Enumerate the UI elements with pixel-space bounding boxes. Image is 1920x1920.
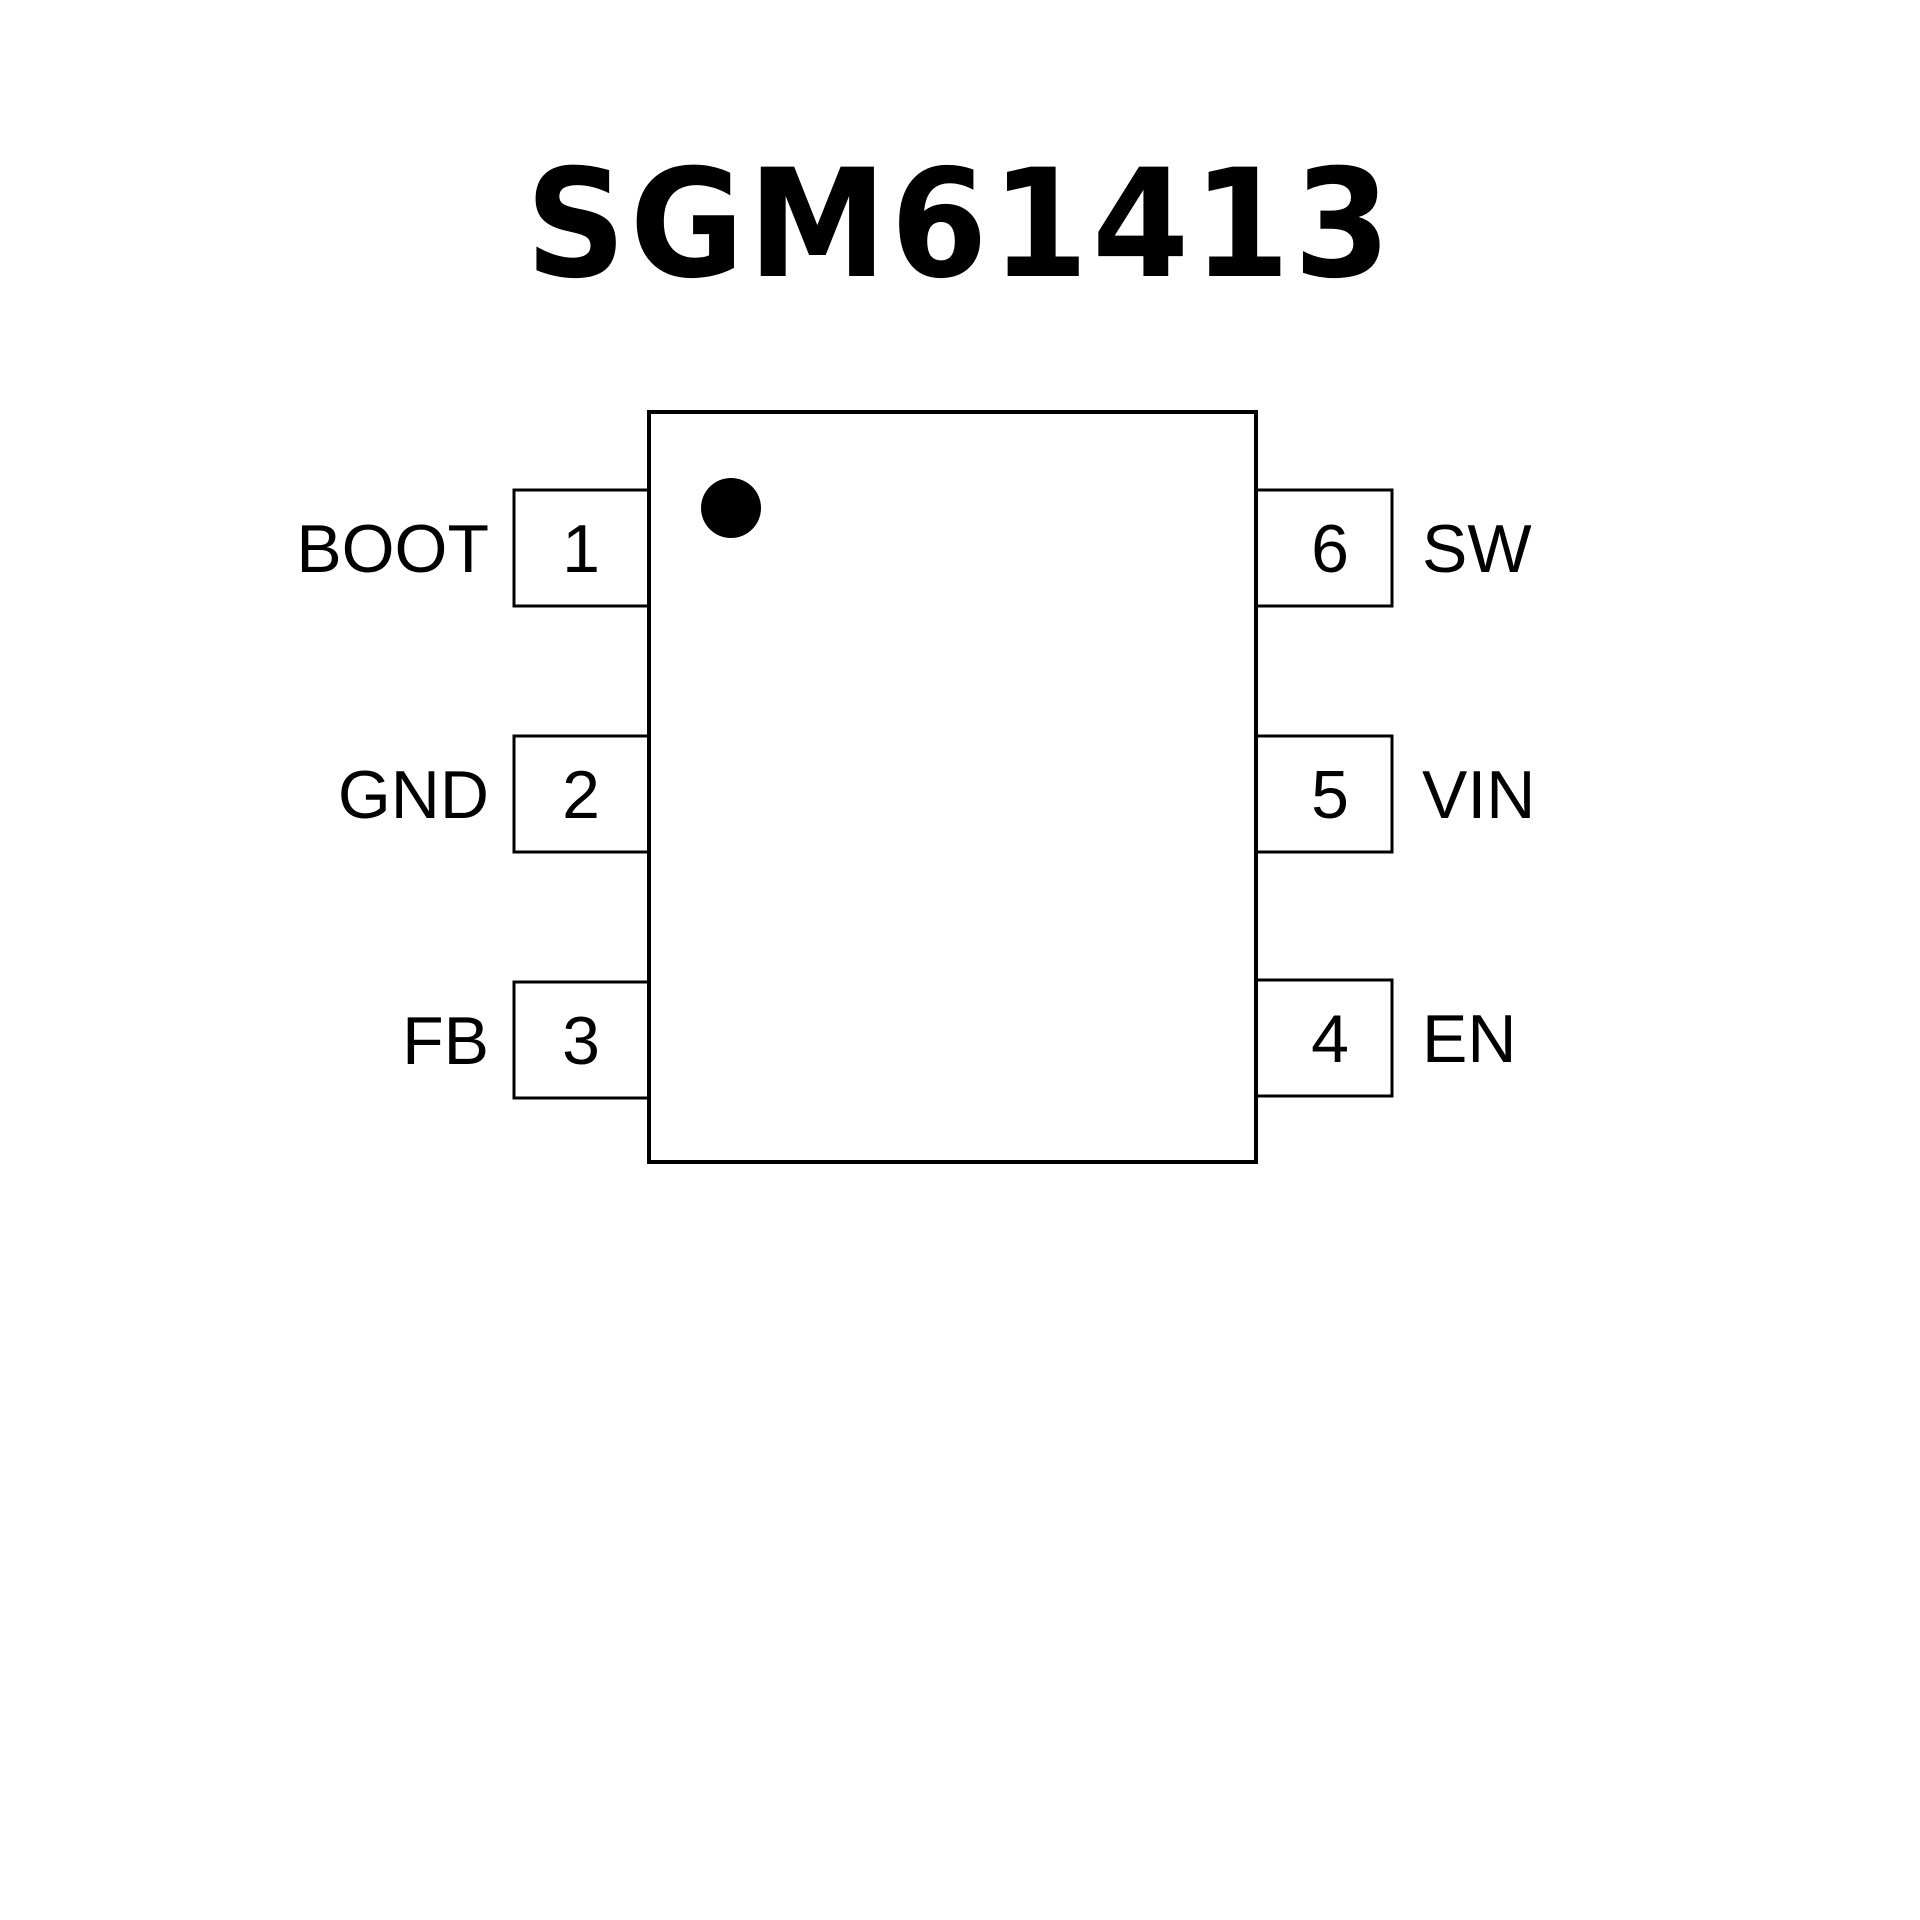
pin-1-number: 1 <box>562 511 600 587</box>
pin-1-label: BOOT <box>296 511 489 587</box>
pin-2-box <box>512 734 649 854</box>
pin-4-box <box>1256 978 1394 1098</box>
pin-3: 3 FB <box>402 980 649 1100</box>
pin-4-number: 4 <box>1311 1001 1349 1077</box>
pin-2: 2 GND <box>338 734 649 854</box>
pin-4: 4 EN <box>1256 978 1516 1098</box>
pin-6-box <box>1256 488 1394 608</box>
pin-3-label: FB <box>402 1003 489 1079</box>
pin-5-box <box>1256 734 1394 854</box>
pin-5: 5 VIN <box>1256 734 1535 854</box>
ic-body <box>647 410 1258 1164</box>
pin-4-label: EN <box>1422 1001 1516 1077</box>
pin-2-number: 2 <box>562 757 600 833</box>
pin-5-label: VIN <box>1422 757 1535 833</box>
pin-6-number: 6 <box>1311 511 1349 587</box>
pin1-indicator-dot <box>701 478 761 538</box>
pin-6-label: SW <box>1422 511 1532 587</box>
pin-2-label: GND <box>338 757 489 833</box>
pin-3-number: 3 <box>562 1003 600 1079</box>
pin-5-number: 5 <box>1311 757 1349 833</box>
pin-3-box <box>512 980 649 1100</box>
pin-6: 6 SW <box>1256 488 1532 608</box>
pin-1-box <box>512 488 649 608</box>
part-number-title: SGM61413 <box>525 138 1395 312</box>
pin-1: 1 BOOT <box>296 488 649 608</box>
